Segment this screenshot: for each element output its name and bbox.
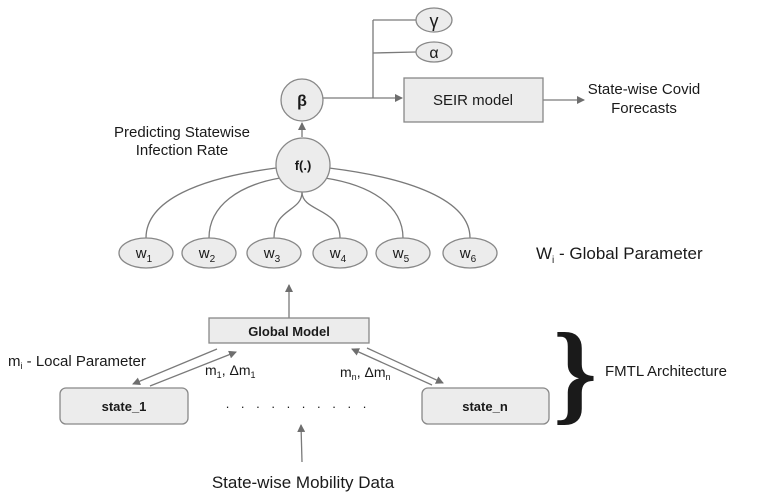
brace-icon: } [553,311,597,435]
weight-label-3: w3 [263,245,281,265]
beta-branch-edges [298,19,585,137]
global-param-sub: i [552,255,554,266]
weight-label-2: w2 [198,245,216,265]
predicting-label-line1: Predicting Statewise [114,124,250,141]
weight-base: w [392,245,404,262]
fmtl-label: FMTL Architecture [605,363,727,380]
weight-node-3 [246,237,302,269]
edge-f-w1 [145,167,277,239]
forecast-label-line1: State-wise Covid [588,81,701,98]
global-model-box [208,317,370,344]
edge-global-to-state1 [132,348,218,385]
weight-base: w [329,245,341,262]
ellipsis-dots: . . . . . . . . . . [226,396,371,411]
edge-f-w4 [301,191,341,239]
mn-label: mn, Δmn [340,364,391,382]
state-n-box [421,387,550,425]
weight-sub: 1 [147,254,153,265]
predicting-label-line2: Infection Rate [136,142,229,159]
gamma-label: γ [430,11,439,31]
gamma-node [415,7,453,33]
alpha-label: α [429,45,438,62]
weight-label-4: w4 [329,245,347,265]
m1-sub2: 1 [250,370,255,380]
weight-node-4 [312,237,368,269]
edge-global-to-staten [366,347,444,384]
edge-f-w3 [273,191,303,239]
local-param-label: mi - Local Parameter [8,353,146,371]
mn-sep: , Δm [357,364,386,380]
weight-sub: 5 [404,254,410,265]
weight-base: w [198,245,210,262]
seir-model-box [403,77,544,123]
f-label: f(.) [295,158,312,173]
weight-sub: 3 [275,254,281,265]
local-param-sub: i [21,361,23,371]
weight-node-5 [375,237,431,269]
mn-sub2: n [385,372,390,382]
edge-staten-to-global [351,348,433,386]
beta-node [280,78,324,122]
state-1-label: state_1 [102,399,147,414]
forecast-label-line2: Forecasts [611,100,677,117]
edge-f-w2 [208,177,281,239]
weight-node-6 [442,237,498,269]
weight-base: w [135,245,147,262]
m1-base: m [205,362,217,378]
weight-sub: 4 [341,254,347,265]
weight-sub: 2 [210,254,216,265]
m1-sub: 1 [217,370,222,380]
state-1-box [59,387,189,425]
weight-base: w [263,245,275,262]
weight-node-2 [181,237,237,269]
weight-label-6: w6 [459,245,477,265]
weight-node-1 [118,237,174,269]
f-node [275,137,331,193]
global-param-base: W [536,244,552,263]
weight-label-1: w1 [135,245,153,265]
weight-base: w [459,245,471,262]
mn-base: m [340,364,352,380]
beta-label: β [297,93,307,110]
local-param-base: m [8,353,21,370]
edge-mobility-to-states [297,424,306,463]
global-param-text: - Global Parameter [554,244,703,263]
edge-f-w5 [324,177,404,239]
mobility-label: State-wise Mobility Data [212,473,395,492]
local-param-text: - Local Parameter [23,353,146,370]
edge-f-w6 [328,167,471,239]
edge-state1-to-global [149,350,237,387]
edge-to-alpha [372,51,417,54]
alpha-node [415,41,453,63]
seir-model-label: SEIR model [433,92,513,109]
global-model-label: Global Model [248,324,330,339]
weight-sub: 6 [471,254,477,265]
m1-label: m1, Δm1 [205,362,256,380]
global-param-label: Wi - Global Parameter [536,244,703,266]
weight-label-5: w5 [392,245,410,265]
weight-edges [145,167,471,239]
state-n-label: state_n [462,399,508,414]
mn-sub: n [352,372,357,382]
m1-sep: , Δm [222,362,251,378]
